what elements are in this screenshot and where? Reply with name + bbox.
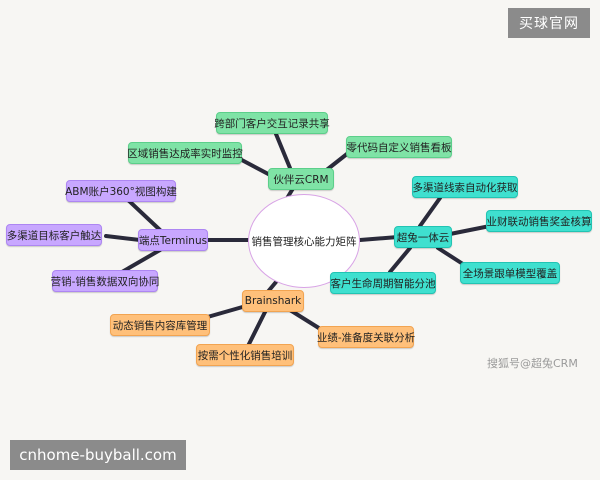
- node-chaotu-child-2[interactable]: 业财联动销售奖金核算: [486, 210, 592, 232]
- credit-text: 搜狐号@超兔CRM: [487, 357, 578, 370]
- line-brainshark-c3: [288, 308, 324, 332]
- node-brainshark-child-3[interactable]: 业绩-准备度关联分析: [317, 326, 415, 348]
- line-chaotu-c1: [418, 196, 442, 228]
- node-partner-child-3[interactable]: 零代码自定义销售看板: [346, 136, 452, 158]
- node-terminus-child-2[interactable]: 多渠道目标客户触达: [6, 224, 102, 246]
- line-terminus-c1: [126, 198, 162, 232]
- line-brainshark-c2: [246, 308, 268, 348]
- node-brainshark-child-2[interactable]: 按需个性化销售培训: [196, 344, 294, 366]
- watermark-bottom-left: cnhome-buyball.com: [10, 440, 186, 470]
- node-terminus-child-1[interactable]: ABM账户360°视图构建: [65, 180, 177, 202]
- branch-brainshark[interactable]: Brainshark: [242, 290, 304, 312]
- node-partner-child-1[interactable]: 跨部门客户交互记录共享: [214, 112, 330, 134]
- branch-chaotu-cloud[interactable]: 超兔一体云: [394, 226, 452, 248]
- branch-partner-cloud[interactable]: 伙伴云CRM: [268, 168, 334, 190]
- line-terminus-c3: [120, 248, 162, 274]
- branch-terminus[interactable]: 端点Terminus: [138, 229, 208, 251]
- line-center-chaotu: [358, 235, 400, 242]
- node-chaotu-child-3[interactable]: 全场景跟单模型覆盖: [460, 262, 560, 284]
- line-chaotu-c2: [448, 224, 492, 236]
- line-brainshark-c1: [202, 304, 248, 320]
- node-chaotu-child-1[interactable]: 多渠道线索自动化获取: [412, 176, 518, 198]
- node-partner-child-2[interactable]: 区域销售达成率实时监控: [127, 142, 243, 164]
- node-chaotu-child-4[interactable]: 客户生命周期智能分池: [330, 272, 436, 294]
- line-terminus-c2: [104, 234, 142, 242]
- line-chaotu-c4: [388, 246, 412, 274]
- watermark-top-right: 买球官网: [508, 8, 590, 38]
- node-brainshark-child-1[interactable]: 动态销售内容库管理: [110, 314, 210, 336]
- line-partner-c2: [236, 156, 274, 178]
- line-partner-c1: [274, 132, 292, 170]
- node-terminus-child-3[interactable]: 营销-销售数据双向协同: [51, 270, 159, 292]
